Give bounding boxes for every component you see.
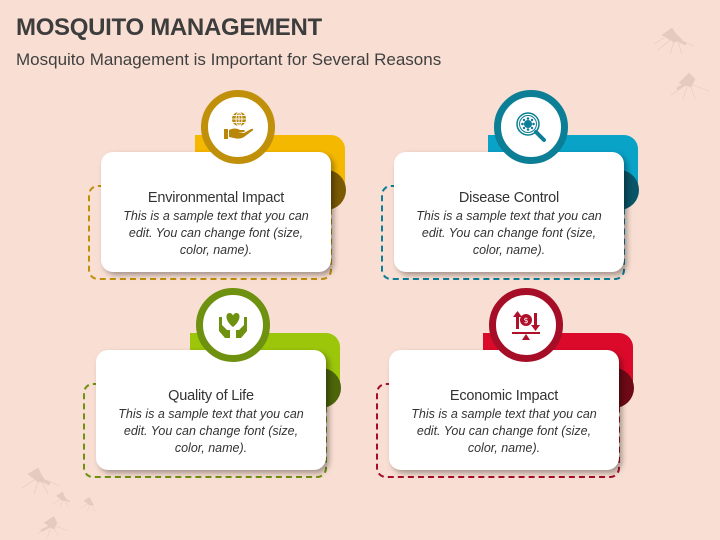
heart-in-hands-icon [219,313,247,338]
money-balance-icon: $ [512,311,540,340]
virus-magnifier-icon [516,112,546,142]
mosquito-decoration-icon [52,491,71,508]
card-body: This is a sample text that you can edit.… [416,209,602,257]
mosquito-decoration-icon [37,516,69,538]
card-title: Disease Control [458,190,560,206]
mosquito-decoration-icon [653,27,695,55]
card-economic-impact: Economic Impact This is a sample text th… [376,288,648,478]
card-title: Environmental Impact [147,190,285,206]
card-box: Disease Control This is a sample text th… [394,152,624,272]
mosquito-decoration-icon [21,467,61,495]
card-box: Quality of Life This is a sample text th… [96,350,326,470]
card-box: Economic Impact This is a sample text th… [389,350,619,470]
globe-in-hand-icon [224,111,254,139]
card-quality-of-life: Quality of Life This is a sample text th… [83,288,355,478]
icon-ring [201,90,275,164]
card-title: Quality of Life [168,388,254,404]
card-body: This is a sample text that you can edit.… [123,209,309,257]
card-environmental-impact: Environmental Impact This is a sample te… [88,90,360,280]
card-title: Economic Impact [449,388,559,404]
slide-title: MOSQUITO MANAGEMENT [16,14,322,41]
mosquito-decoration-icon [670,72,710,100]
card-body: This is a sample text that you can edit.… [411,407,597,455]
icon-ring [494,90,568,164]
svg-text:$: $ [523,316,528,325]
icon-ring [196,288,270,362]
slide-subtitle: Mosquito Management is Important for Sev… [16,50,442,69]
icon-ring: $ [489,288,563,362]
card-box: Environmental Impact This is a sample te… [101,152,331,272]
mosquito-decoration-icon [80,496,96,512]
card-body: This is a sample text that you can edit.… [118,407,304,455]
card-disease-control: Disease Control This is a sample text th… [381,90,653,280]
